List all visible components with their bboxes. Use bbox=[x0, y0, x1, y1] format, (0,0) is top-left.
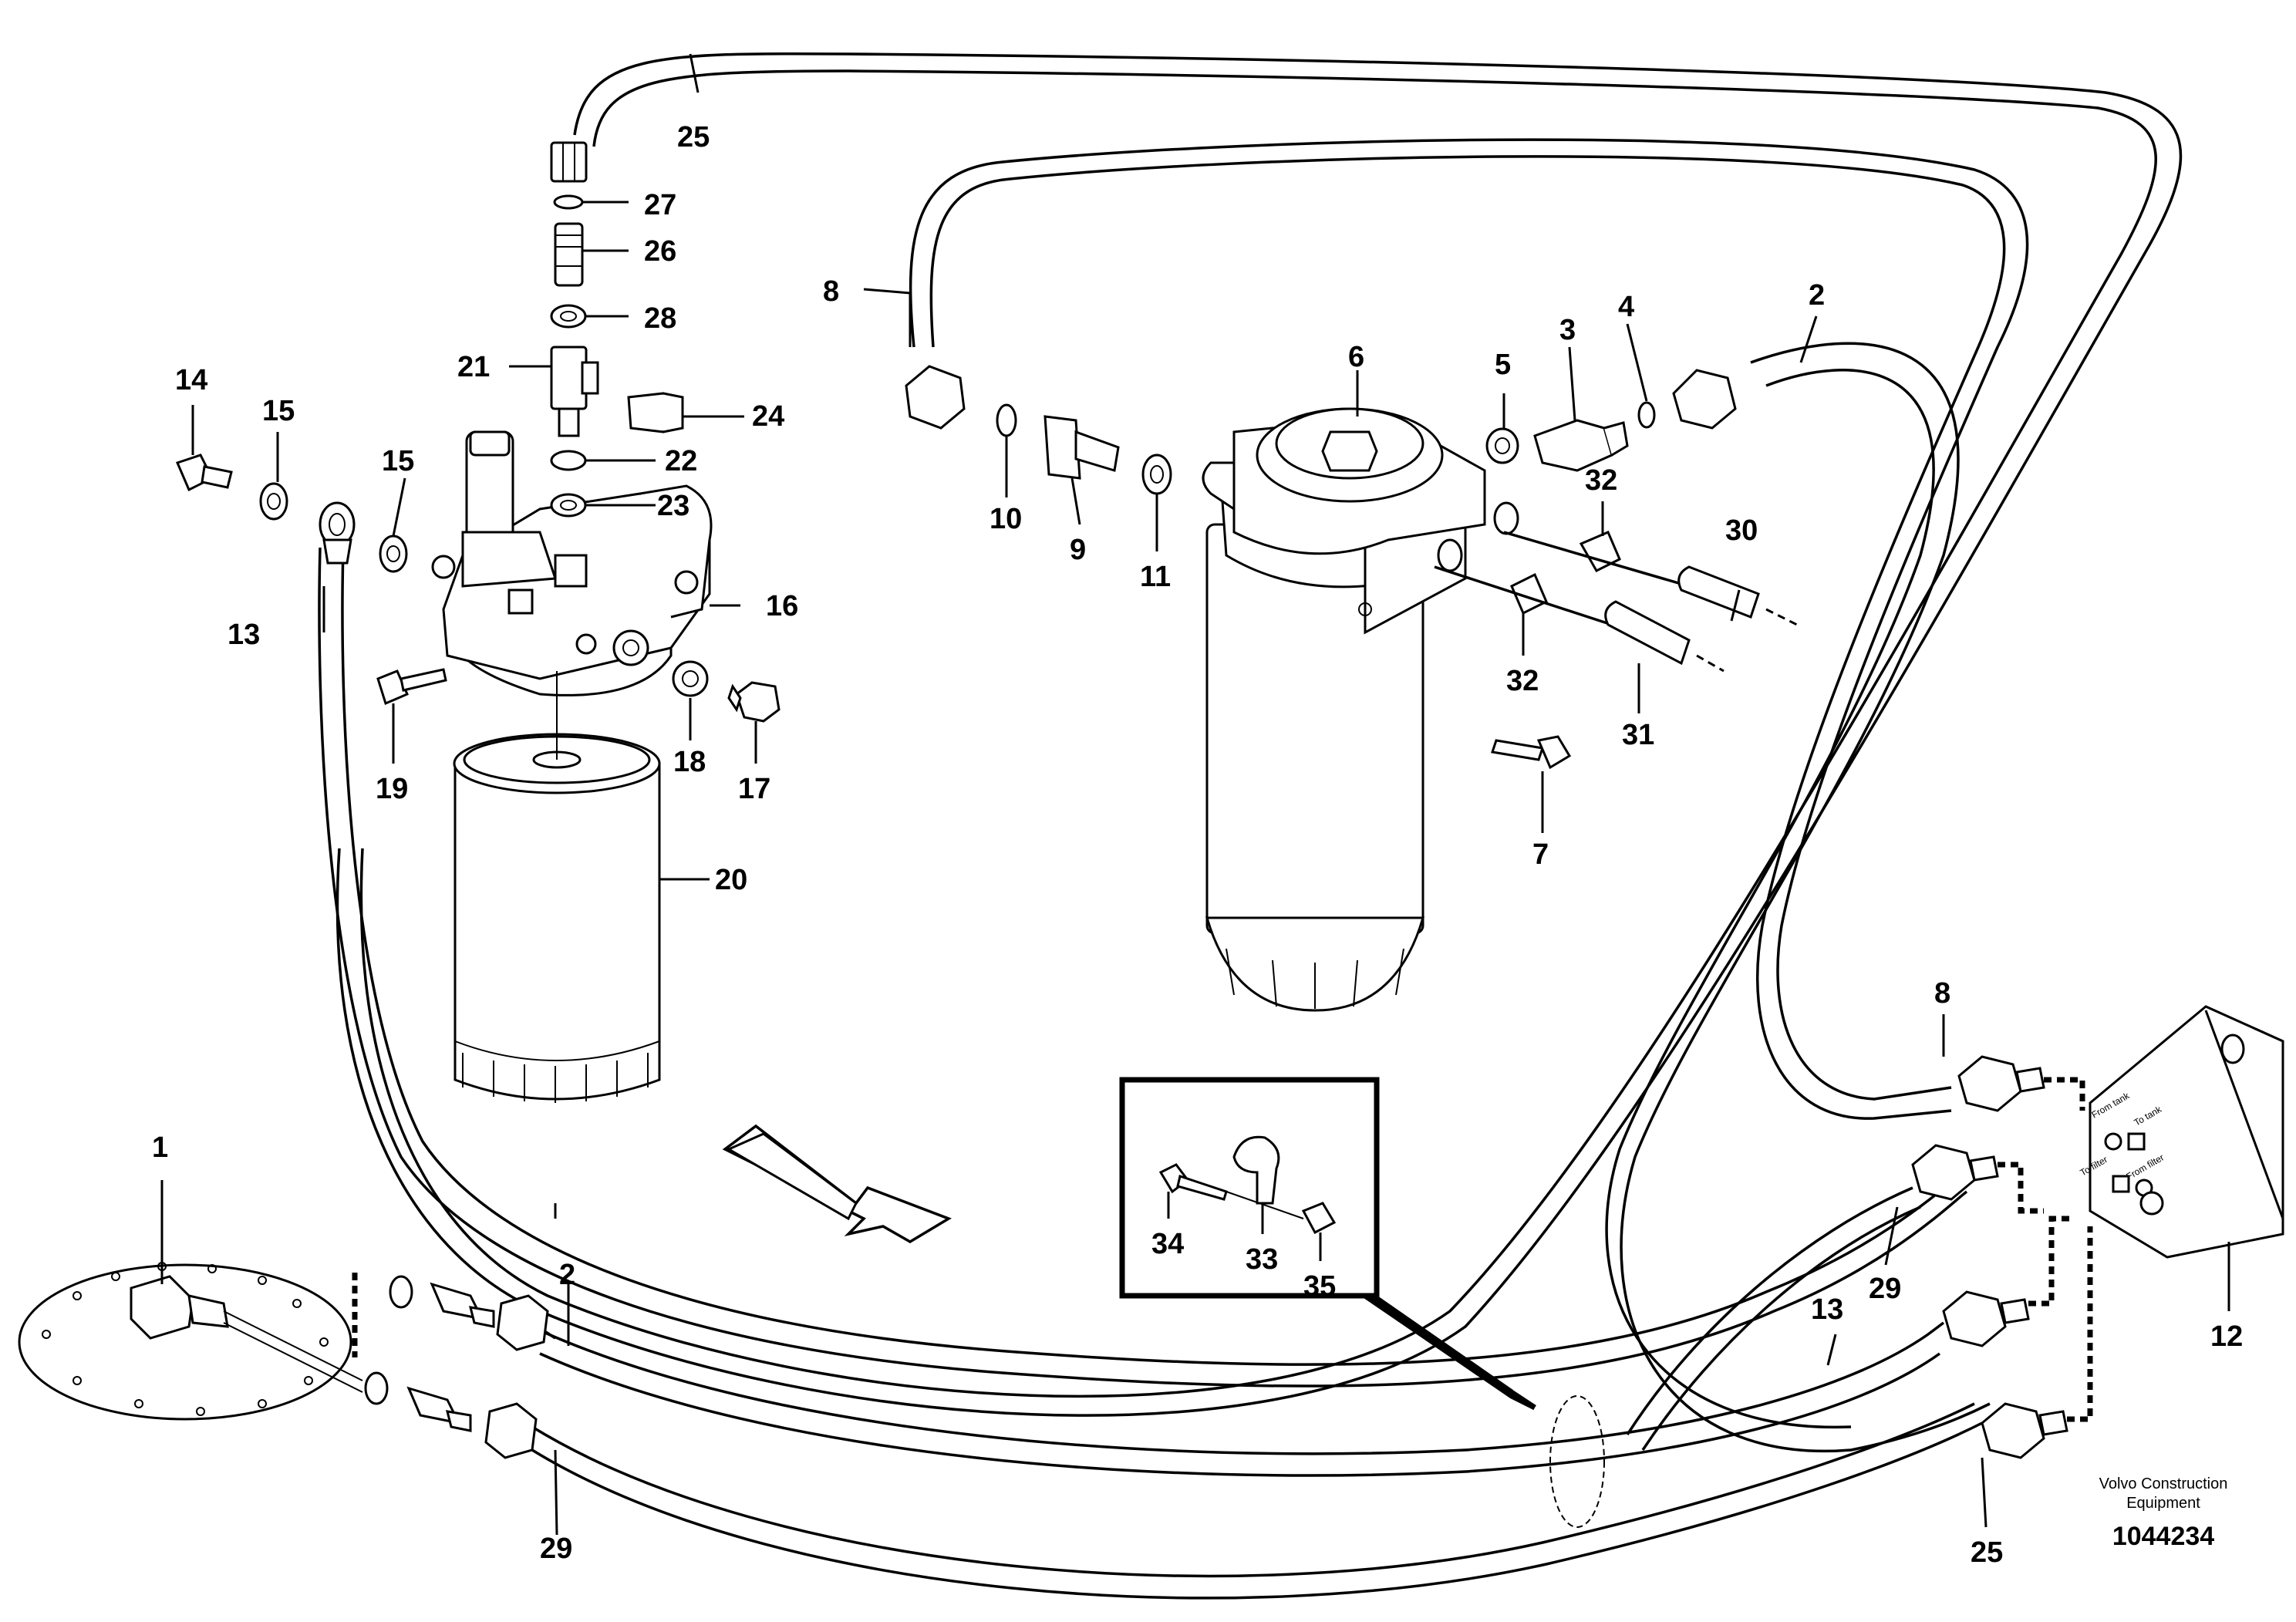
washer-28 bbox=[550, 304, 587, 329]
fitting-3 bbox=[1533, 419, 1629, 472]
detail-inset bbox=[1119, 1077, 1605, 1528]
callout-26: 26 bbox=[644, 235, 676, 268]
callout-7: 7 bbox=[1532, 838, 1549, 871]
washer-5 bbox=[1485, 427, 1519, 464]
callout-6: 6 bbox=[1348, 341, 1364, 373]
bolt-7 bbox=[1491, 735, 1572, 770]
filter-cartridge-20 bbox=[453, 671, 661, 1103]
direction-arrow bbox=[722, 1124, 952, 1244]
washer-15-left bbox=[259, 482, 288, 521]
callout-23: 23 bbox=[657, 490, 689, 522]
fuel-filter-6 bbox=[1202, 407, 1519, 1012]
callout-29-bottom: 29 bbox=[540, 1533, 572, 1565]
callout-11: 11 bbox=[1140, 561, 1171, 593]
callout-32-lower: 32 bbox=[1506, 665, 1539, 697]
callout-1: 1 bbox=[152, 1131, 168, 1164]
hose-29-lower bbox=[531, 1402, 1983, 1600]
callout-29-right: 29 bbox=[1869, 1273, 1901, 1305]
bracket-12: From tank To tank To filter From filter bbox=[2079, 1005, 2284, 1259]
sensor-24 bbox=[627, 392, 684, 433]
clamp-32-upper bbox=[1579, 531, 1621, 572]
callouts: 1 2 2 3 4 5 6 7 8 8 9 10 11 12 13 13 14 … bbox=[152, 121, 2243, 1569]
callout-19: 19 bbox=[376, 773, 408, 805]
washer-15-right bbox=[379, 534, 408, 573]
hose-30 bbox=[1503, 531, 1798, 626]
callout-2-lower: 2 bbox=[559, 1259, 575, 1291]
drawing-number: 1044234 bbox=[2112, 1522, 2214, 1551]
oring-27 bbox=[553, 194, 584, 210]
bolt-14 bbox=[175, 454, 233, 492]
callout-30: 30 bbox=[1725, 514, 1758, 547]
callout-32-upper: 32 bbox=[1585, 464, 1617, 497]
callout-27: 27 bbox=[644, 189, 676, 221]
callout-28: 28 bbox=[644, 302, 676, 335]
callout-10: 10 bbox=[990, 503, 1022, 535]
callout-8-lower: 8 bbox=[1934, 977, 1950, 1010]
washer-23 bbox=[550, 493, 587, 518]
hose-8-long bbox=[909, 138, 2029, 1120]
callout-21: 21 bbox=[457, 351, 490, 383]
plug-17 bbox=[727, 681, 781, 723]
callout-8-upper: 8 bbox=[823, 275, 839, 308]
nut-25-top bbox=[550, 141, 588, 183]
tank-unit-1 bbox=[18, 1262, 363, 1421]
callout-3: 3 bbox=[1559, 314, 1576, 346]
callout-17: 17 bbox=[738, 773, 770, 805]
callout-4: 4 bbox=[1618, 291, 1634, 323]
washer-18 bbox=[672, 660, 709, 697]
nut-8-top bbox=[905, 365, 966, 430]
hose-29-upper bbox=[1626, 1186, 1921, 1451]
callout-31: 31 bbox=[1622, 719, 1654, 751]
brand-line-1: Volvo Construction bbox=[2099, 1475, 2228, 1492]
oring-4 bbox=[1637, 401, 1656, 429]
tee-21 bbox=[550, 346, 599, 437]
callout-34: 34 bbox=[1151, 1228, 1184, 1260]
hose-2-lower bbox=[539, 1321, 1945, 1477]
nipple-26 bbox=[554, 222, 584, 287]
banjo-13 bbox=[319, 501, 356, 565]
callout-15-left: 15 bbox=[262, 395, 295, 427]
oring-10 bbox=[996, 403, 1017, 437]
callout-5: 5 bbox=[1495, 349, 1511, 381]
callout-2-upper: 2 bbox=[1809, 279, 1825, 312]
bracket-fittings bbox=[1911, 1055, 2093, 1459]
callout-22: 22 bbox=[665, 445, 697, 477]
washer-11 bbox=[1141, 454, 1172, 495]
callout-35: 35 bbox=[1303, 1270, 1336, 1303]
callout-9: 9 bbox=[1070, 534, 1086, 566]
callout-20: 20 bbox=[715, 864, 747, 896]
tank-fittings bbox=[352, 1273, 549, 1459]
callout-24: 24 bbox=[752, 400, 784, 433]
fitting-9 bbox=[1043, 415, 1120, 480]
callout-12: 12 bbox=[2210, 1320, 2243, 1353]
callout-13-right: 13 bbox=[1811, 1293, 1843, 1326]
hose-13-long bbox=[318, 547, 1968, 1388]
hose-25-long bbox=[335, 52, 2183, 1417]
callout-14: 14 bbox=[175, 364, 207, 396]
callout-16: 16 bbox=[766, 590, 798, 622]
callout-13-left: 13 bbox=[228, 619, 260, 651]
clamp-32-lower bbox=[1510, 572, 1548, 615]
callout-25-top: 25 bbox=[677, 121, 710, 153]
callout-15-right: 15 bbox=[382, 445, 414, 477]
seal-22 bbox=[550, 450, 587, 471]
nut-2-top bbox=[1672, 369, 1737, 430]
leader-lines bbox=[160, 53, 2230, 1536]
brand-line-2: Equipment bbox=[2126, 1495, 2200, 1512]
hose-31 bbox=[1434, 565, 1725, 673]
filter-head-16 bbox=[431, 430, 713, 696]
screw-19 bbox=[376, 668, 447, 706]
callout-18: 18 bbox=[673, 746, 706, 778]
hose-2-long bbox=[1605, 342, 1991, 1453]
brand-block: Volvo Construction Equipment 1044234 bbox=[2099, 1475, 2228, 1551]
callout-25-bottom: 25 bbox=[1971, 1536, 2003, 1569]
callout-33: 33 bbox=[1246, 1243, 1278, 1276]
